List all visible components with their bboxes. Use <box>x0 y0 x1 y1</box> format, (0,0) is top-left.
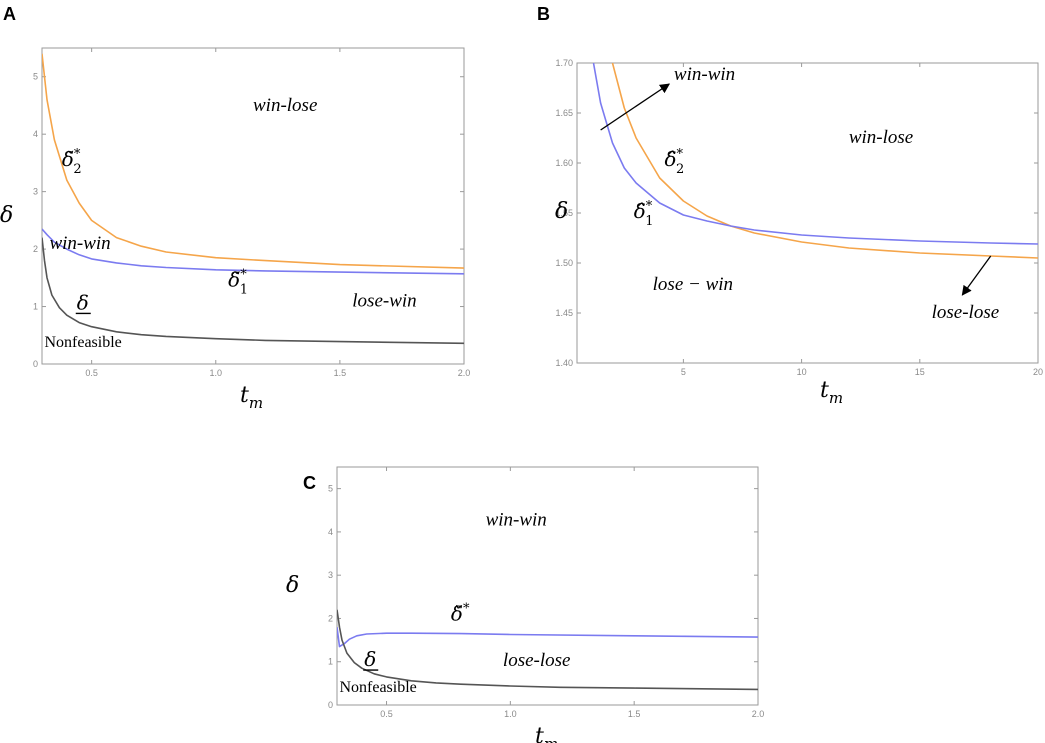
panel-b-xtick-label: 10 <box>797 367 807 377</box>
panel-a-annotation-winlose: win-lose <box>253 95 317 116</box>
panel-a-series-dlow <box>42 237 464 345</box>
panel-b-curve-label-sup: * <box>646 199 653 214</box>
panel-c-annotation-loselose: lose-lose <box>503 650 571 671</box>
panel-c-letter: C <box>303 473 316 493</box>
panel-a-ytick-label: 5 <box>33 72 38 82</box>
panel-b-annotation-winwin: win-win <box>674 64 735 85</box>
panel-b-ytick-label: 1.55 <box>555 208 573 218</box>
panel-a-annotation-winwin: win-win <box>49 233 110 254</box>
panel-b-arrow2 <box>961 255 992 296</box>
panel-c-ytick-label: 2 <box>328 613 333 623</box>
panel-c-ylabel: δ <box>286 573 299 598</box>
panel-a-series-d1 <box>42 228 464 275</box>
panel-b-xlabel: tm <box>820 378 843 407</box>
panel-c-xlabel-sub: m <box>544 735 558 743</box>
panel-a-frame <box>41 47 465 365</box>
panel-b-xtick-label: 15 <box>915 367 925 377</box>
panel-a-curve-label-sup: * <box>240 267 247 282</box>
panel-c-xtick-label: 1.5 <box>628 709 641 719</box>
panel-a: A 0.5 1.0 1.5 2.0 0 1 2 3 4 5 tm δ win-lose win-win los… <box>0 4 470 412</box>
panel-c-series-dcheck <box>337 626 758 648</box>
panel-a-curve-label-sup: * <box>74 147 81 162</box>
panel-b-ytick-label: 1.50 <box>555 258 573 268</box>
panel-c-annotation-winwin: win-win <box>486 509 547 530</box>
panel-a-curve-label-sub: 2 <box>73 162 81 177</box>
panel-c: C 0.5 1.0 1.5 2.0 0 1 2 3 4 5 tm δ win-win lose-loseNo… <box>286 466 765 743</box>
panel-c-curve-label-dchecklab: δ̌* <box>451 602 470 626</box>
panel-b-annotation-losewin: lose − win <box>653 274 733 295</box>
panel-a-xlabel: tm <box>240 383 263 412</box>
panel-b-curve-label-sup: * <box>677 147 684 162</box>
panel-c-ytick-label: 0 <box>328 700 333 710</box>
panel-b-annotation-winlose: win-lose <box>849 127 913 148</box>
panel-b-xlabel-sub: m <box>829 389 843 407</box>
panel-c-curve-label-dlowlab: δ <box>364 647 376 671</box>
panel-c-xtick-label: 1.0 <box>504 709 517 719</box>
panel-c-frame <box>336 466 759 706</box>
panel-b-curve-label-d1lab: δ̂*1 <box>634 199 654 229</box>
panel-a-series-d2 <box>42 53 464 269</box>
panel-c-ytick-label: 3 <box>328 570 333 580</box>
panel-a-ytick-label: 0 <box>33 359 38 369</box>
panel-b-annotation-loselose: lose-lose <box>932 302 1000 323</box>
panel-a-xtick-label: 0.5 <box>85 368 98 378</box>
panel-a-annotation-nonfeasible: Nonfeasible <box>44 334 121 351</box>
panel-a-ytick-label: 4 <box>33 129 38 139</box>
panel-c-ytick-label: 4 <box>328 527 333 537</box>
panel-a-curve-label-d1lab: δ̃*1 <box>228 267 248 297</box>
panel-b-xtick-label: 5 <box>681 367 686 377</box>
panel-c-ytick-label: 5 <box>328 484 333 494</box>
panel-a-curve-label-sub: 1 <box>240 282 248 297</box>
panel-b-series-d1 <box>592 63 1038 245</box>
panel-a-ytick-label: 3 <box>33 187 38 197</box>
panel-a-ytick-label: 2 <box>33 244 38 254</box>
panel-b-curve-label-sub: 2 <box>676 162 684 177</box>
panel-a-letter: A <box>3 4 16 24</box>
panel-b-curve-label-sub: 1 <box>645 214 653 229</box>
panel-b-ylabel: δ <box>555 199 568 224</box>
panel-a-ytick-label: 1 <box>33 302 38 312</box>
panel-b: B 5 10 15 20 1.40 1.45 1.50 1.55 1.60 1.65 1.70 tm δ w… <box>537 4 1043 407</box>
panel-b-arrow1 <box>600 83 671 131</box>
panel-c-curve-label-sup: * <box>463 602 470 617</box>
panel-c-ytick-label: 1 <box>328 657 333 667</box>
panel-b-ytick-label: 1.60 <box>555 158 573 168</box>
panel-b-ytick-label: 1.40 <box>555 358 573 368</box>
panel-b-ytick-label: 1.65 <box>555 108 573 118</box>
panel-a-xlabel-sub: m <box>249 394 263 412</box>
panel-a-xtick-label: 1.0 <box>210 368 223 378</box>
panel-c-xlabel: tm <box>535 724 558 743</box>
panel-b-ytick-label: 1.70 <box>555 58 573 68</box>
panel-b-curve-label-d2lab: δ̂*2 <box>664 147 684 177</box>
panel-a-xtick-label: 2.0 <box>458 368 471 378</box>
panel-a-ylabel: δ <box>0 203 13 228</box>
panel-c-xtick-label: 2.0 <box>752 709 765 719</box>
panel-b-ytick-label: 1.45 <box>555 308 573 318</box>
panel-a-annotation-losewin: lose-win <box>352 291 416 312</box>
panel-b-xtick-label: 20 <box>1033 367 1043 377</box>
panel-a-curve-label-d2lab: δ̃*2 <box>62 147 82 177</box>
panel-c-xtick-label: 0.5 <box>380 709 393 719</box>
panel-c-annotation-nonfeasible: Nonfeasible <box>339 679 416 696</box>
panel-a-curve-label-dlowlab: δ <box>77 290 89 314</box>
panel-a-xtick-label: 1.5 <box>334 368 347 378</box>
panel-c-series-dlow <box>337 609 758 691</box>
panel-b-letter: B <box>537 4 550 24</box>
